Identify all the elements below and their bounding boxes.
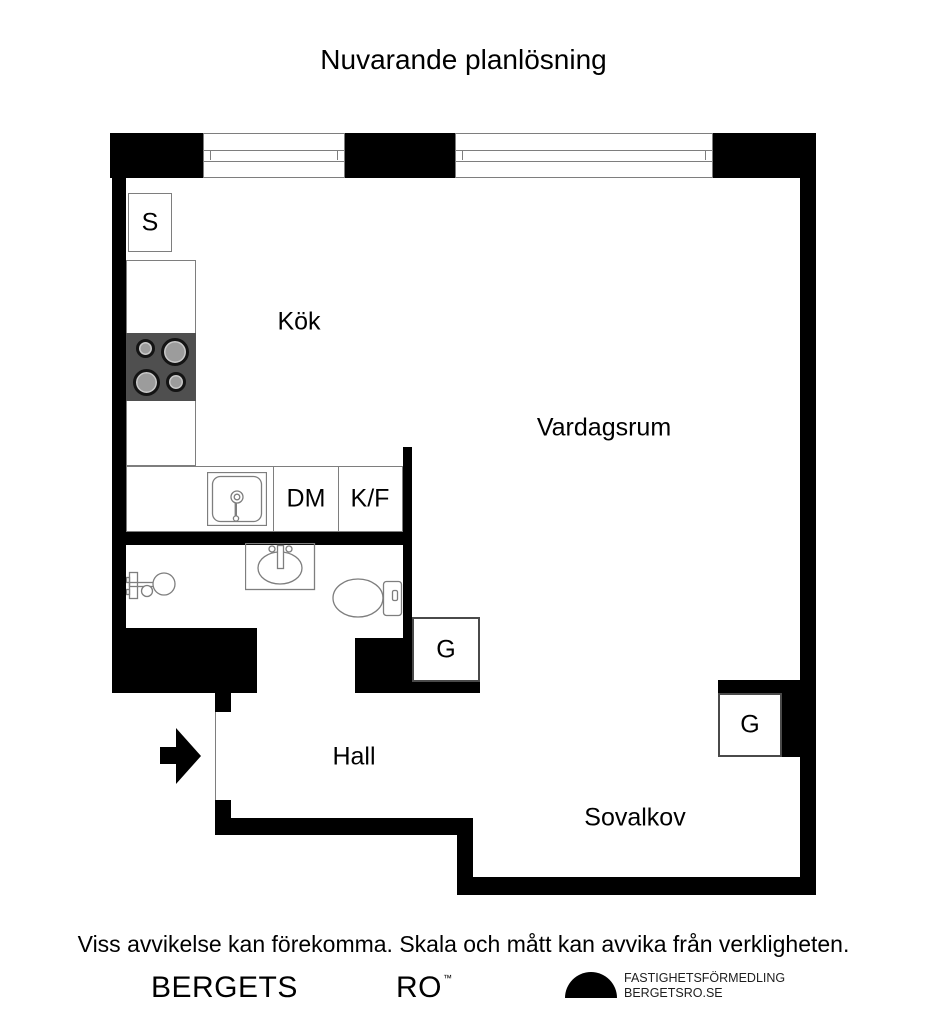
kitchen-sink-icon xyxy=(207,472,267,526)
wall-right-lower xyxy=(800,757,816,877)
agency-line2: BERGETSRO.SE xyxy=(624,985,723,1000)
wall-entry-stub-bottom xyxy=(215,800,231,818)
wall-top-right xyxy=(713,133,816,178)
toilet-icon xyxy=(332,578,403,618)
wall-interior-vertical xyxy=(403,447,412,638)
washbasin-icon xyxy=(245,543,316,591)
entrance-arrow-icon xyxy=(160,728,201,784)
wall-top-left xyxy=(110,133,203,178)
agency-line1: FASTIGHETSFÖRMEDLING xyxy=(624,971,786,985)
brand-bergets: BERGETS xyxy=(151,971,298,1004)
label-hall: Hall xyxy=(332,742,376,771)
window-frame-cap xyxy=(337,150,338,160)
wall-top-middle xyxy=(345,133,455,178)
window-frame-cap xyxy=(210,150,211,160)
counter-divider xyxy=(273,466,274,532)
label-wardrobe-alcove: G xyxy=(740,710,760,739)
entry-threshold-line xyxy=(215,712,216,800)
wall-left xyxy=(112,178,126,628)
label-kitchen: Kök xyxy=(277,307,321,336)
trademark-symbol: ™ xyxy=(443,973,453,983)
wall-hall-wardrobe-strip xyxy=(355,682,480,693)
label-dishwasher: DM xyxy=(286,484,326,513)
disclaimer-text: Viss avvikelse kan förekomma. Skala och … xyxy=(77,931,850,957)
label-living-room: Vardagsrum xyxy=(536,413,672,442)
agency-text: FASTIGHETSFÖRMEDLING BERGETSRO.SE xyxy=(624,971,785,1000)
wall-bathroom-top xyxy=(112,532,403,545)
window-icon xyxy=(455,133,713,178)
brand-ro: RO™ xyxy=(396,971,452,1005)
brand-ro-text: RO xyxy=(396,971,442,1004)
wall-alcove-bottom xyxy=(457,877,816,895)
wall-niche-top xyxy=(718,680,816,693)
wall-toilet-block xyxy=(355,638,412,682)
stove-icon xyxy=(126,333,196,401)
wall-niche-right xyxy=(782,693,816,757)
burner-icon xyxy=(161,338,189,366)
wall-entry-stub-top xyxy=(215,693,231,712)
wardrobe-box-hall xyxy=(412,617,480,682)
kitchen-counter-row xyxy=(126,466,403,532)
wall-hall-bottom xyxy=(215,818,473,835)
window-frame-cap xyxy=(462,150,463,160)
closet-box xyxy=(128,193,172,252)
burner-icon xyxy=(133,369,160,396)
wall-right-upper xyxy=(800,178,816,680)
shower-icon xyxy=(126,571,176,600)
burner-icon xyxy=(166,372,186,392)
agency-dome-logo-icon xyxy=(565,972,617,998)
label-closet: S xyxy=(141,208,159,237)
burner-icon xyxy=(136,339,155,358)
wall-bathroom-bottom-left xyxy=(112,628,257,693)
counter-divider xyxy=(338,466,339,532)
window-glass-line xyxy=(456,150,712,162)
label-fridge-freezer: K/F xyxy=(350,484,390,513)
window-glass-line xyxy=(204,150,344,162)
label-wardrobe-hall: G xyxy=(436,635,456,664)
label-sleeping-alcove: Sovalkov xyxy=(584,803,686,832)
page-title: Nuvarande planlösning xyxy=(320,44,607,75)
window-frame-cap xyxy=(705,150,706,160)
window-icon xyxy=(203,133,345,178)
wardrobe-box-alcove xyxy=(718,693,782,757)
